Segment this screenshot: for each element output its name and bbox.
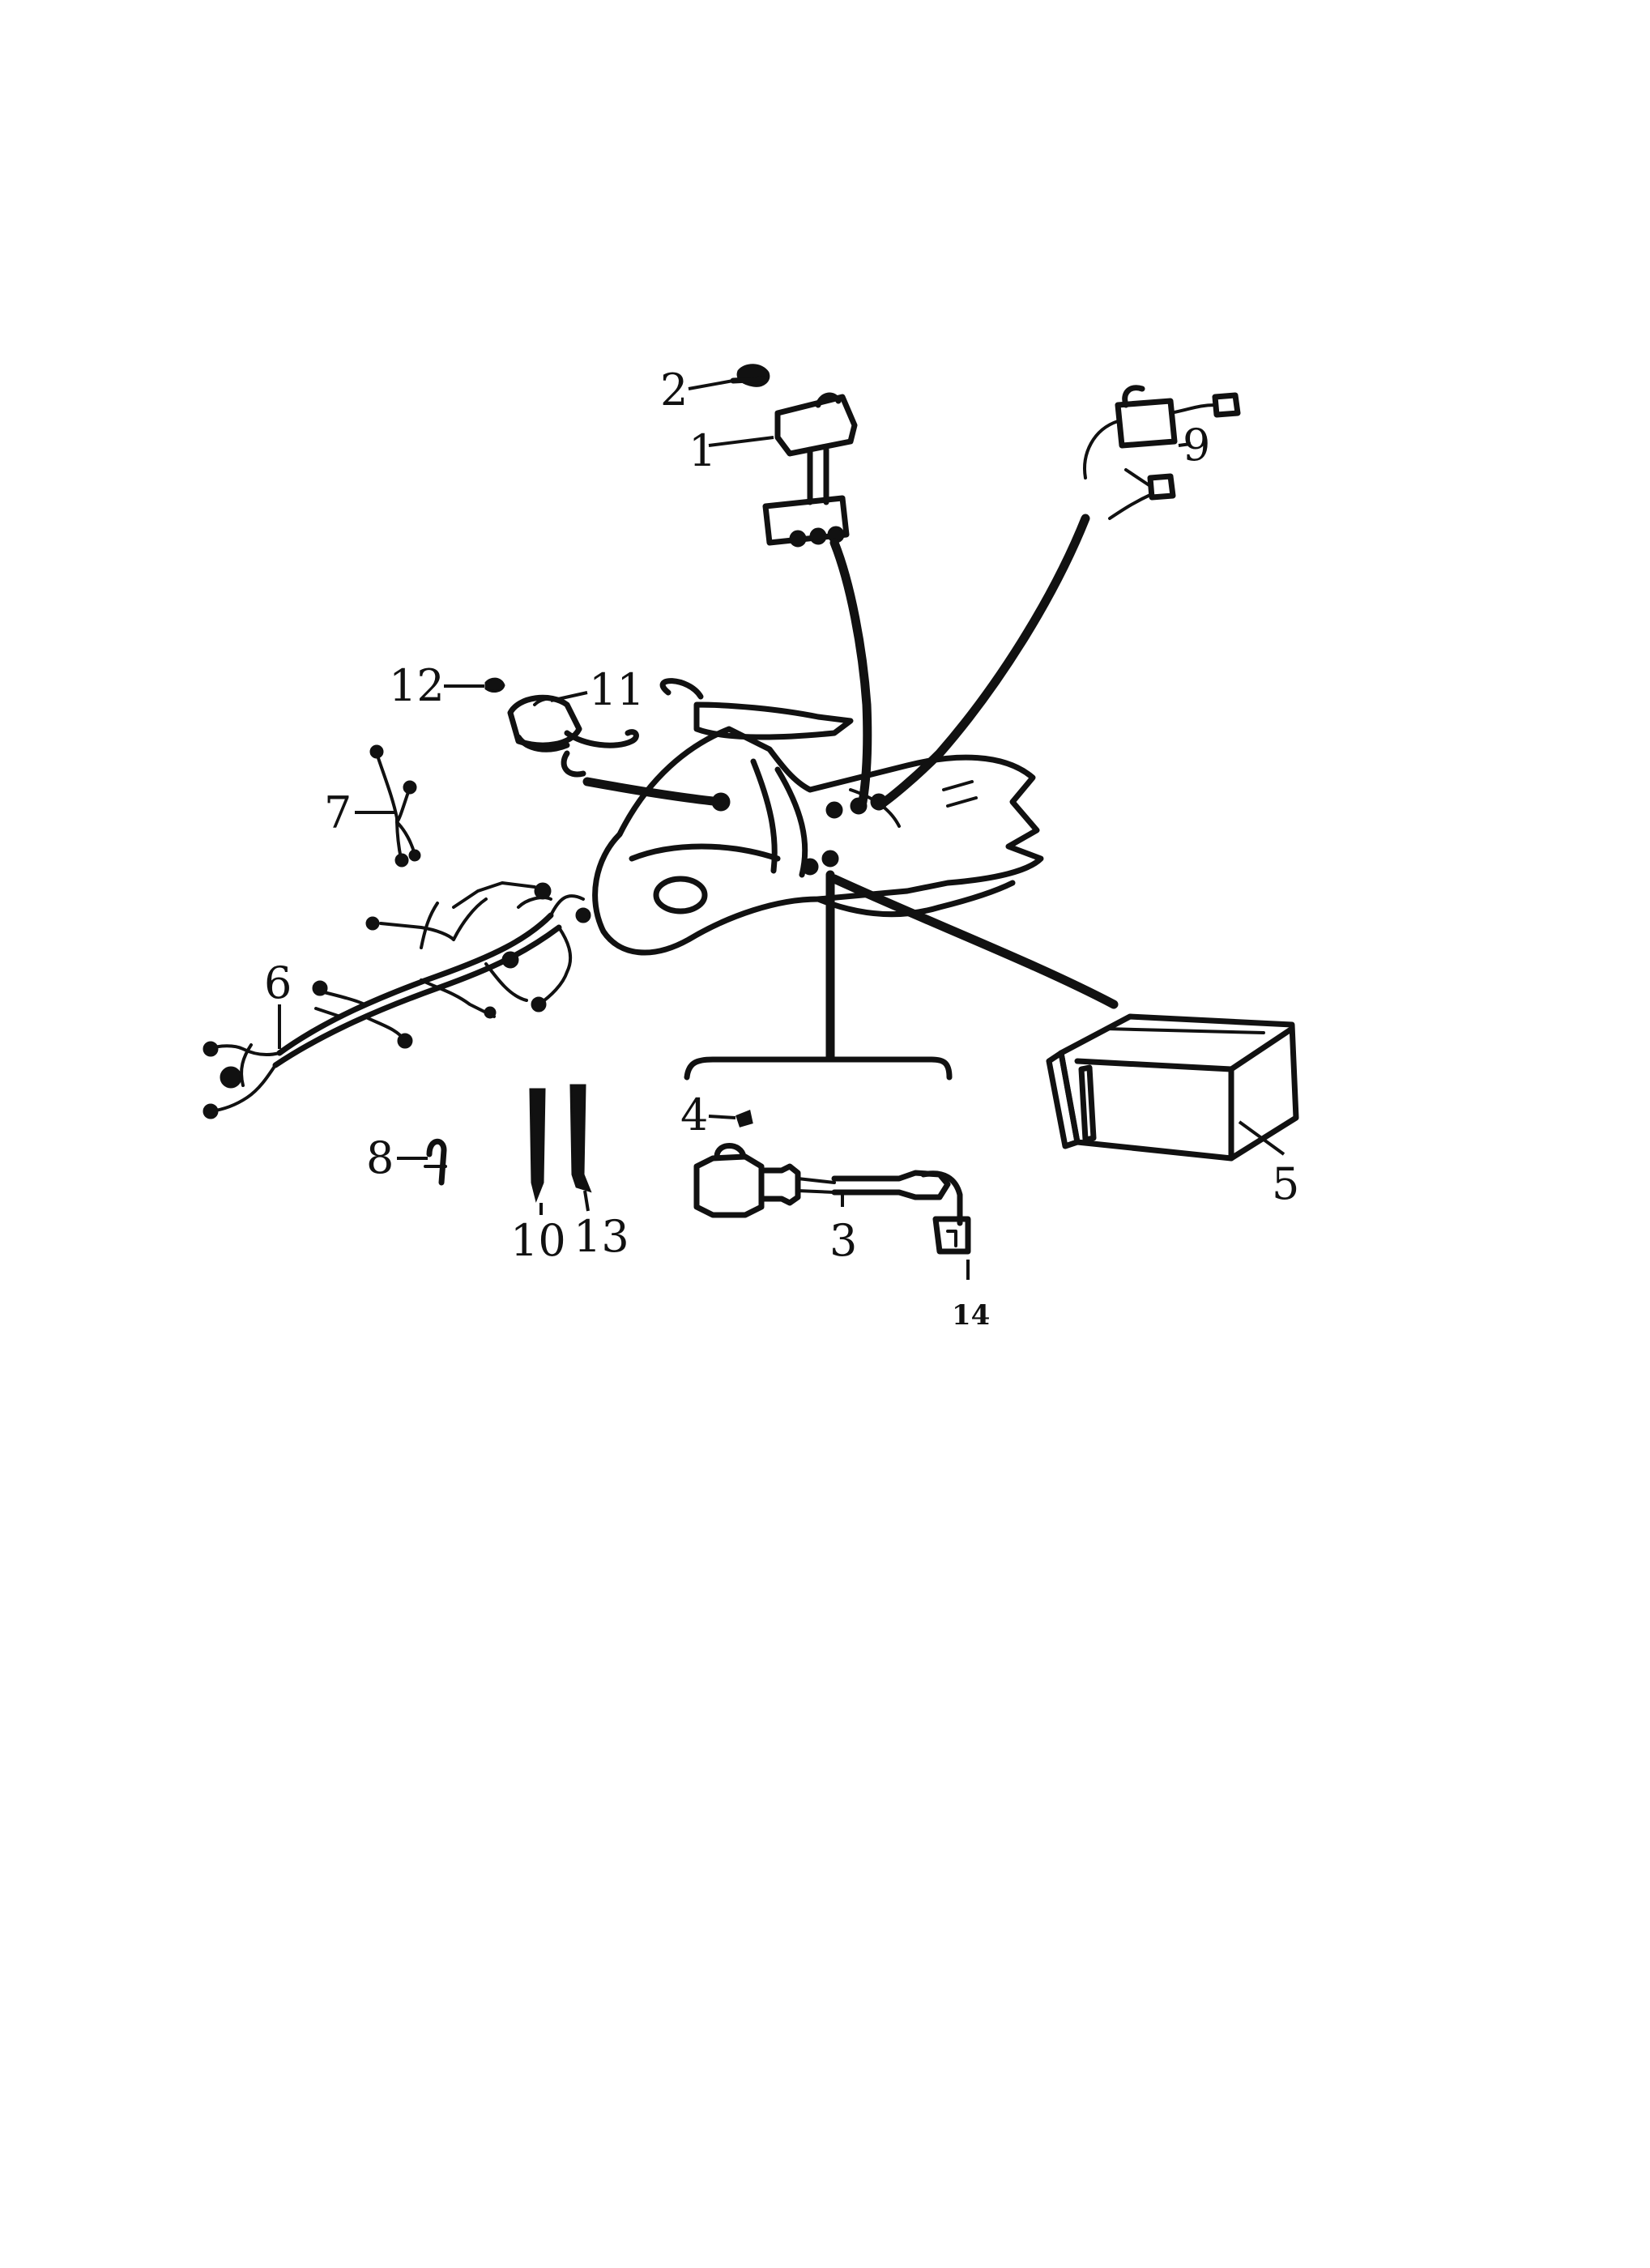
scooter-frame [592,678,1044,956]
screw [735,1109,753,1128]
main-wire-harness [203,881,591,1119]
leader-2 [688,379,734,390]
callout-12: 12 [389,660,445,711]
callout-6: 6 [264,957,292,1008]
leader-9 [1178,442,1192,447]
leader-1 [708,436,774,447]
callout-9: 9 [1183,420,1210,471]
callout-1: 1 [689,425,716,476]
wire-clip [369,744,421,868]
battery-box [829,874,1299,1162]
callout-3: 3 [829,1215,857,1266]
callout-2: 2 [660,364,688,416]
callout-13: 13 [573,1211,629,1262]
callout-11: 11 [589,664,645,715]
callout-10: 10 [510,1215,566,1266]
callout-labels: 1 2 3 4 5 6 7 8 9 10 11 12 13 14 [264,364,1299,1332]
starter-relay [874,385,1241,811]
leader-4 [708,1115,736,1119]
leader-11 [550,691,588,702]
small-clamp [424,1138,447,1186]
leader-5 [1238,1120,1285,1156]
ignition-key [730,364,770,387]
leader-13 [583,1190,590,1212]
leader-lines [278,379,1285,1280]
cable-ties [529,1084,592,1203]
switch-assembly [484,677,726,807]
callout-7: 7 [324,787,352,838]
group-bracket [684,870,953,1081]
callout-4: 4 [680,1089,708,1140]
callout-14: 14 [952,1299,990,1332]
ignition-coil [693,1143,971,1255]
callout-8: 8 [366,1132,394,1183]
ignition-switch [762,392,872,807]
callout-5: 5 [1272,1158,1299,1209]
